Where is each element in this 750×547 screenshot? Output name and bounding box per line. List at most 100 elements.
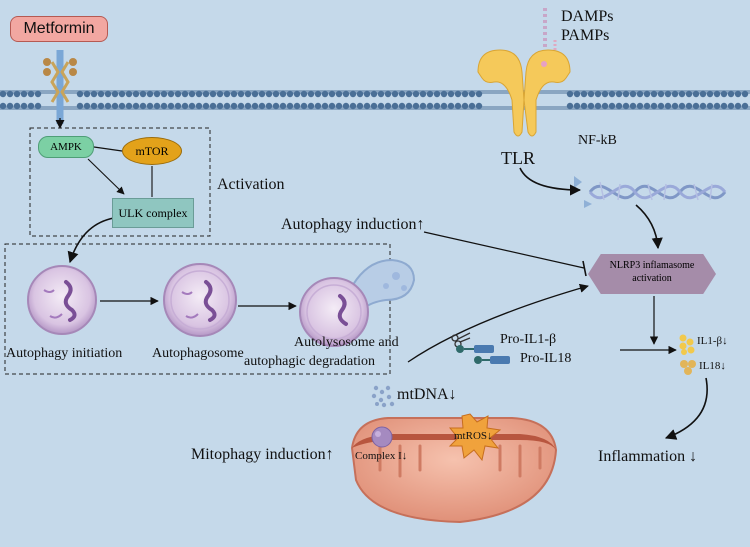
membrane-head xyxy=(678,102,686,110)
membrane-head xyxy=(153,90,161,98)
membrane-head xyxy=(601,90,609,98)
membrane-head xyxy=(587,102,595,110)
membrane-head xyxy=(629,102,637,110)
membrane-head xyxy=(223,90,231,98)
membrane-head xyxy=(566,102,574,110)
membrane-head xyxy=(216,90,224,98)
membrane-head xyxy=(209,102,217,110)
membrane-head xyxy=(34,90,42,98)
membrane-head xyxy=(27,90,35,98)
nlrp3-activation-node: NLRP3 inflamasome activation xyxy=(588,254,716,294)
membrane-head xyxy=(118,102,126,110)
membrane-head xyxy=(237,102,245,110)
pro-il1b-label: Pro-IL1-β xyxy=(500,332,557,347)
membrane-head xyxy=(139,90,147,98)
membrane-head xyxy=(251,90,259,98)
membrane-head xyxy=(440,90,448,98)
membrane-head xyxy=(230,90,238,98)
il18-cluster-icon xyxy=(680,360,696,375)
membrane-head xyxy=(566,90,574,98)
membrane-head xyxy=(671,102,679,110)
metformin-label: Metformin xyxy=(10,16,108,42)
autolysosome-vesicle-icon xyxy=(299,258,416,347)
membrane-head xyxy=(615,90,623,98)
metformin-transporter-icon xyxy=(43,50,77,129)
membrane-head xyxy=(447,102,455,110)
membrane-head xyxy=(153,102,161,110)
membrane-head xyxy=(321,90,329,98)
membrane-head xyxy=(629,90,637,98)
membrane-head xyxy=(13,90,21,98)
membrane-head xyxy=(167,90,175,98)
membrane-head xyxy=(174,90,182,98)
membrane-head xyxy=(370,102,378,110)
ampk-node: AMPK xyxy=(38,136,94,158)
tlr-label: TLR xyxy=(501,148,535,168)
membrane-head xyxy=(314,90,322,98)
membrane-head xyxy=(685,102,693,110)
membrane-head xyxy=(76,102,84,110)
membrane-head xyxy=(293,102,301,110)
membrane-head xyxy=(286,102,294,110)
membrane-head xyxy=(0,102,7,110)
membrane-head xyxy=(650,102,658,110)
membrane-head xyxy=(342,102,350,110)
membrane-head xyxy=(699,90,707,98)
nfkb-to-nlrp3-arrow xyxy=(635,204,663,250)
membrane-head xyxy=(6,102,14,110)
membrane-head xyxy=(713,102,721,110)
membrane-head xyxy=(97,90,105,98)
membrane-head xyxy=(293,90,301,98)
inflammation-label: Inflammation ↓ xyxy=(598,448,698,465)
membrane-head xyxy=(146,90,154,98)
membrane-head xyxy=(188,90,196,98)
membrane-head xyxy=(580,102,588,110)
membrane-head xyxy=(258,102,266,110)
membrane-head xyxy=(713,90,721,98)
membrane-head xyxy=(419,90,427,98)
autophagosome-label: Autophagosome xyxy=(152,346,244,361)
membrane-head xyxy=(678,90,686,98)
membrane-head xyxy=(195,102,203,110)
membrane-head xyxy=(377,90,385,98)
membrane-head xyxy=(83,90,91,98)
membrane-head xyxy=(328,102,336,110)
membrane-head xyxy=(657,102,665,110)
nfkb-label: NF-kB xyxy=(578,133,617,148)
membrane-head xyxy=(475,102,483,110)
dna-helix-icon xyxy=(574,176,727,208)
autolysosome-label-1: Autolysosome and xyxy=(294,335,399,350)
tlr-receptor-icon xyxy=(477,8,571,137)
membrane-head xyxy=(622,90,630,98)
membrane-head xyxy=(223,102,231,110)
membrane-head xyxy=(650,90,658,98)
autophagy-process-region xyxy=(4,243,391,375)
membrane-head xyxy=(573,90,581,98)
membrane-head xyxy=(461,102,469,110)
membrane-head xyxy=(335,90,343,98)
membrane-head xyxy=(461,90,469,98)
membrane-head xyxy=(237,90,245,98)
membrane-head xyxy=(447,90,455,98)
membrane-head xyxy=(230,102,238,110)
membrane-head xyxy=(741,102,749,110)
autophagosome-vesicle-icon xyxy=(163,263,237,337)
membrane-head xyxy=(195,90,203,98)
membrane-head xyxy=(671,90,679,98)
membrane-head xyxy=(692,102,700,110)
membrane-head xyxy=(405,102,413,110)
membrane-head xyxy=(405,90,413,98)
membrane-head xyxy=(307,102,315,110)
membrane-head xyxy=(125,102,133,110)
membrane-head xyxy=(321,102,329,110)
pro-il-precursor-icon xyxy=(456,345,510,364)
membrane-head xyxy=(202,90,210,98)
membrane-head xyxy=(300,90,308,98)
mtdna-to-nlrp3-arrow xyxy=(407,283,589,363)
membrane-head xyxy=(265,90,273,98)
ulk-to-initiation-arrow xyxy=(67,217,115,264)
membrane-head xyxy=(90,102,98,110)
membrane-head xyxy=(132,90,140,98)
